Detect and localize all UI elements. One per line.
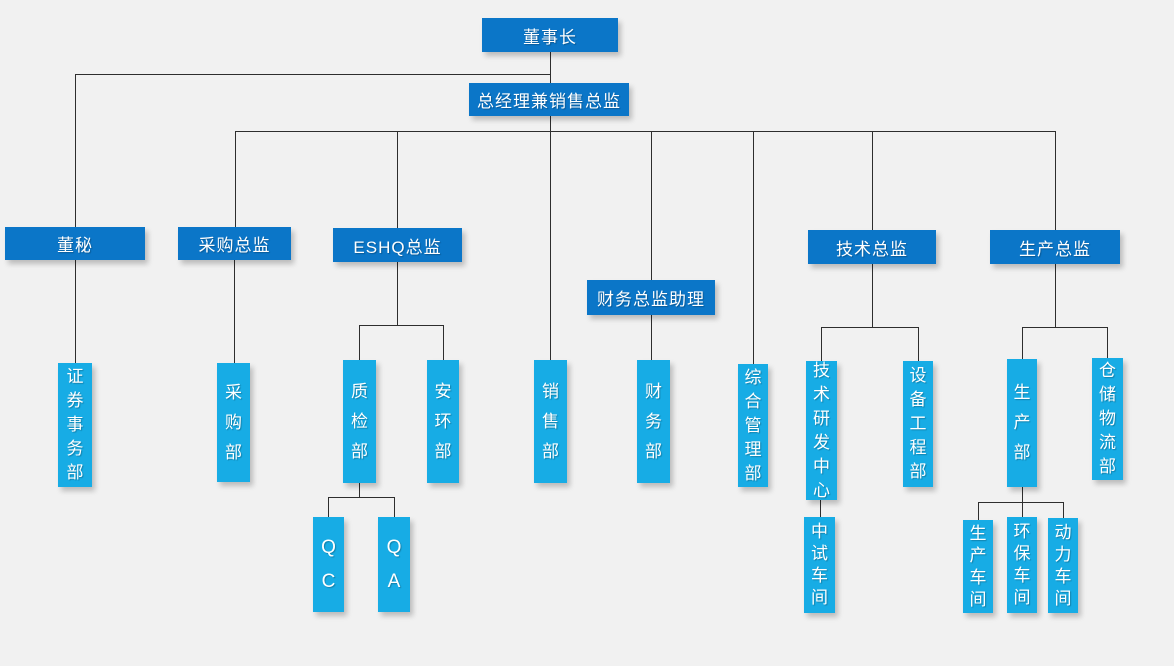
connector-line (651, 131, 652, 360)
org-node-board-secretary[interactable]: 董秘 (5, 227, 145, 260)
org-node-power-workshop[interactable]: 动 力 车 间 (1048, 518, 1078, 613)
connector-line (821, 327, 822, 361)
connector-line (1107, 327, 1108, 358)
connector-line (394, 497, 395, 517)
org-node-tech-director[interactable]: 技术总监 (808, 230, 936, 264)
connector-line (1055, 264, 1056, 327)
connector-line (1022, 327, 1023, 359)
connector-line (550, 131, 551, 360)
connector-line (443, 325, 444, 360)
org-node-sales-dept[interactable]: 销 售 部 (534, 360, 567, 483)
connector-line (235, 131, 1055, 132)
connector-line (821, 327, 918, 328)
org-node-safety-env-dept[interactable]: 安 环 部 (427, 360, 459, 483)
connector-line (918, 327, 919, 361)
connector-line (234, 260, 235, 363)
org-node-finance-dept[interactable]: 财 务 部 (637, 360, 670, 483)
org-node-warehouse-logistics-dept[interactable]: 仓 储 物 流 部 (1092, 358, 1123, 480)
connector-line (75, 74, 76, 227)
connector-line (328, 497, 329, 517)
org-node-quality-inspection-dept[interactable]: 质 检 部 (343, 360, 376, 483)
connector-line (397, 262, 398, 325)
connector-line (872, 131, 873, 230)
org-node-qa[interactable]: Q A (378, 517, 410, 612)
connector-line (359, 325, 360, 360)
org-node-securities-affairs-dept[interactable]: 证 券 事 务 部 (58, 363, 92, 487)
org-node-chairman[interactable]: 董事长 (482, 18, 618, 52)
connector-line (820, 500, 821, 517)
connector-line (328, 497, 394, 498)
connector-line (872, 264, 873, 327)
org-node-gm-sales-director[interactable]: 总经理兼销售总监 (469, 83, 629, 116)
org-node-qc[interactable]: Q C (313, 517, 344, 612)
connector-line (75, 74, 550, 75)
connector-line (753, 131, 754, 364)
connector-line (978, 502, 1063, 503)
connector-line (550, 116, 551, 131)
org-node-pilot-workshop[interactable]: 中 试 车 间 (804, 517, 835, 613)
connector-line (1055, 131, 1056, 230)
org-node-finance-director-assistant[interactable]: 财务总监助理 (587, 280, 715, 315)
org-node-general-management-dept[interactable]: 综 合 管 理 部 (738, 364, 768, 487)
connector-line (359, 325, 443, 326)
connector-line (1022, 487, 1023, 502)
connector-line (397, 131, 398, 228)
org-node-purchasing-dept[interactable]: 采 购 部 (217, 363, 250, 482)
org-node-env-protection-workshop[interactable]: 环 保 车 间 (1007, 517, 1037, 613)
connector-line (359, 483, 360, 497)
org-node-eshq-director[interactable]: ESHQ总监 (333, 228, 462, 262)
org-node-production-dept[interactable]: 生 产 部 (1007, 359, 1037, 487)
connector-line (550, 52, 551, 83)
connector-line (978, 502, 979, 520)
connector-line (235, 131, 236, 227)
org-node-production-director[interactable]: 生产总监 (990, 230, 1120, 264)
connector-line (1022, 502, 1023, 517)
org-node-equipment-engineering-dept[interactable]: 设 备 工 程 部 (903, 361, 933, 487)
connector-line (1063, 502, 1064, 518)
org-node-purchasing-director[interactable]: 采购总监 (178, 227, 291, 260)
org-node-production-workshop[interactable]: 生 产 车 间 (963, 520, 993, 613)
org-node-tech-rd-center[interactable]: 技 术 研 发 中 心 (806, 361, 837, 500)
connector-line (1022, 327, 1107, 328)
connector-line (75, 260, 76, 363)
